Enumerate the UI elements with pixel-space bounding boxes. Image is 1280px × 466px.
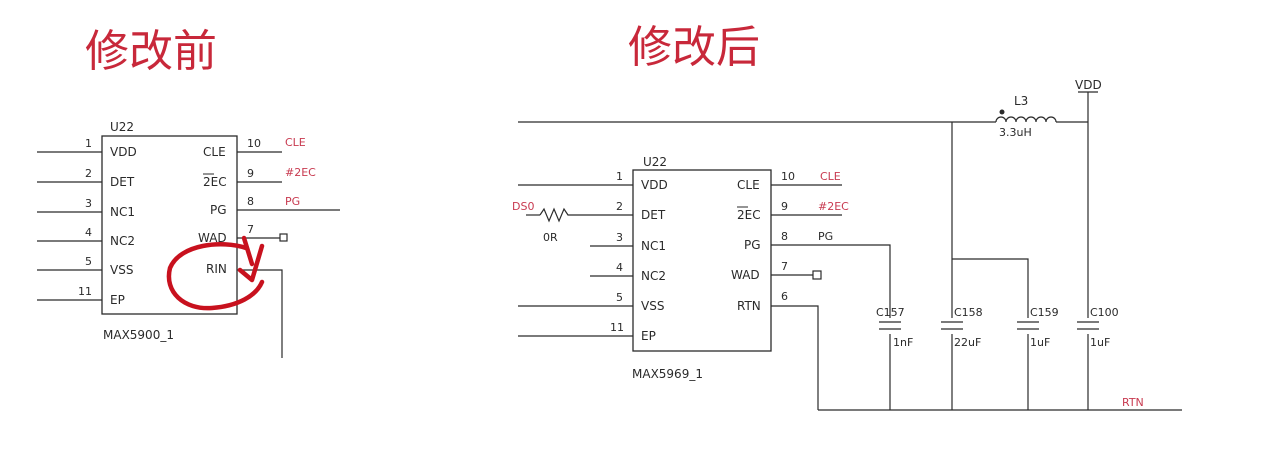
annotation-arrow (237, 235, 265, 283)
before-pin-num-10: 10 (247, 137, 261, 150)
before-pin-cle: CLE (203, 145, 226, 159)
before-ref: U22 (110, 120, 134, 134)
after-pin-cle: CLE (737, 178, 760, 192)
title-before: 修改前 (85, 26, 217, 77)
before-no-connect-marker (279, 233, 288, 242)
before-pin-det: DET (110, 175, 135, 189)
cap-c159-value: 1uF (1030, 336, 1050, 349)
resistor-value: 0R (543, 231, 558, 244)
before-pin-vss: VSS (110, 263, 133, 277)
before-pin-num-11: 11 (78, 285, 92, 298)
after-pin-num-4: 4 (616, 261, 623, 274)
before-pin-rin: RIN (206, 262, 227, 276)
before-pin-num-8: 8 (247, 195, 254, 208)
after-pin-rtn: RTN (737, 299, 761, 313)
inductor-ref: L3 (1014, 94, 1028, 108)
after-pin-num-5: 5 (616, 291, 623, 304)
before-part: MAX5900_1 (103, 328, 174, 342)
before-net-cle: CLE (285, 136, 306, 149)
before-pin-num-3: 3 (85, 197, 92, 210)
inductor-dot (999, 109, 1005, 115)
before-pin-wad: WAD (198, 231, 227, 245)
before-pin-pg: PG (210, 203, 227, 217)
vdd-supply-label: VDD (1075, 78, 1102, 92)
capacitor-c157: C157 1nF (876, 306, 913, 349)
before-schematic: U22 MAX5900_1 1 2 3 4 5 11 VDD DET NC1 N… (37, 120, 340, 358)
after-pin-ep: EP (641, 329, 656, 343)
cap-c158-value: 22uF (954, 336, 981, 349)
after-pin-wad: WAD (731, 268, 760, 282)
after-net-2ec: #2EC (818, 200, 849, 213)
capacitor-c158: C158 22uF (940, 306, 983, 349)
cap-c100-value: 1uF (1090, 336, 1110, 349)
after-pin-num-11: 11 (610, 321, 624, 334)
after-part: MAX5969_1 (632, 367, 703, 381)
cap-c157-ref: C157 (876, 306, 905, 319)
after-net-pg: PG (818, 230, 833, 243)
after-pin-num-10: 10 (781, 170, 795, 183)
before-pin-num-1: 1 (85, 137, 92, 150)
cap-c158-ref: C158 (954, 306, 983, 319)
capacitor-c100: C100 1uF (1076, 306, 1119, 349)
before-pin-num-9: 9 (247, 167, 254, 180)
inductor-l3 (995, 116, 1057, 123)
before-net-pg: PG (285, 195, 300, 208)
after-ref: U22 (643, 155, 667, 169)
before-pin-nc1: NC1 (110, 205, 135, 219)
after-pin-num-2: 2 (616, 200, 623, 213)
after-pin-pg: PG (744, 238, 761, 252)
inductor-value: 3.3uH (999, 126, 1032, 139)
after-pin-vss: VSS (641, 299, 664, 313)
after-pin-nc2: NC2 (641, 269, 666, 283)
after-schematic: L3 3.3uH VDD U22 MAX5969_1 DS0 0R 1 2 3 … (512, 78, 1182, 411)
after-pin-num-7: 7 (781, 260, 788, 273)
after-pin-nc1: NC1 (641, 239, 666, 253)
before-pin-num-2: 2 (85, 167, 92, 180)
capacitor-c159: C159 1uF (1016, 306, 1059, 349)
after-pin-num-8: 8 (781, 230, 788, 243)
before-net-2ec: #2EC (285, 166, 316, 179)
annotation-circle (166, 242, 265, 311)
cap-c100-ref: C100 (1090, 306, 1119, 319)
resistor-zigzag (539, 207, 572, 223)
rtn-net-label: RTN (1122, 396, 1144, 409)
after-pin-num-6: 6 (781, 290, 788, 303)
after-no-connect-marker (812, 270, 822, 280)
after-pin-2ec: 2EC (737, 208, 761, 222)
after-pin-num-9: 9 (781, 200, 788, 213)
after-ic-body (632, 169, 772, 352)
before-pin-nc2: NC2 (110, 234, 135, 248)
after-pin-num-3: 3 (616, 231, 623, 244)
cap-c157-value: 1nF (893, 336, 913, 349)
after-pin-num-1: 1 (616, 170, 623, 183)
before-pin-ep: EP (110, 293, 125, 307)
resistor-net: DS0 (512, 200, 534, 213)
title-after: 修改后 (628, 22, 760, 73)
after-net-cle: CLE (820, 170, 841, 183)
before-pin-num-7: 7 (247, 223, 254, 236)
before-pin-2ec: 2EC (203, 175, 227, 189)
after-pin-det: DET (641, 208, 666, 222)
cap-c159-ref: C159 (1030, 306, 1059, 319)
after-pin-vdd: VDD (641, 178, 668, 192)
before-pin-vdd: VDD (110, 145, 137, 159)
before-pin-num-4: 4 (85, 226, 92, 239)
before-pin-num-5: 5 (85, 255, 92, 268)
